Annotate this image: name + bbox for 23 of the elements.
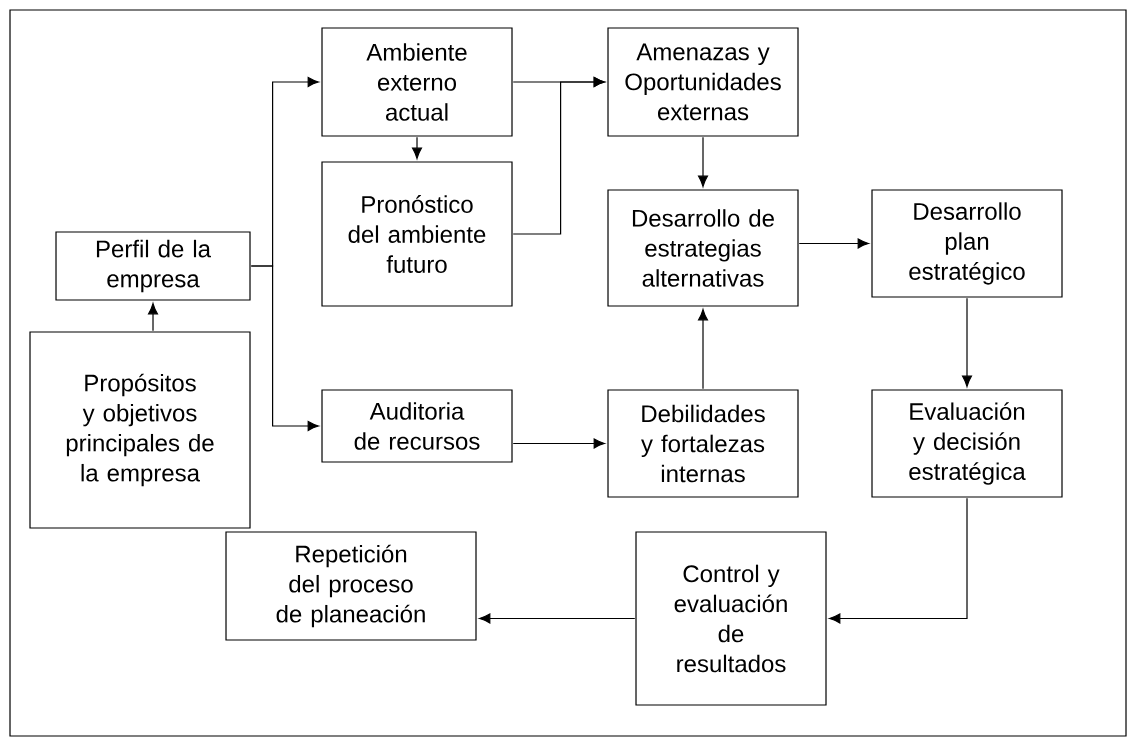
process-box: Pronóstico del ambiente futuro: [321, 161, 513, 307]
process-box: Perfil de la empresa: [55, 231, 251, 301]
process-box: Control y evaluación de resultados: [635, 531, 827, 706]
process-box: Debilidades y fortalezas internas: [607, 389, 799, 498]
arrow: [512, 438, 605, 449]
process-box: Auditoria de recursos: [321, 389, 513, 463]
process-box: Ambiente externo actual: [321, 27, 513, 137]
process-box: Evaluación y decisión estratégica: [871, 389, 1063, 498]
arrow: [250, 265, 319, 431]
arrow: [798, 238, 869, 249]
process-box: Desarrollo de estrategias alternativas: [607, 189, 799, 307]
arrow: [829, 497, 968, 624]
arrow: [148, 303, 158, 332]
arrow: [479, 613, 636, 624]
arrow: [412, 136, 422, 159]
arrow: [698, 309, 708, 390]
arrow: [698, 136, 708, 187]
arrow: [962, 297, 972, 387]
process-box: Desarrollo plan estratégico: [871, 189, 1063, 298]
process-box: Amenazas y Oportunidades externas: [607, 27, 799, 137]
process-box: Repetición del proceso de planeación: [225, 531, 477, 641]
process-box: Propósitos y objetivos principales de la empresa: [29, 331, 251, 529]
arrow: [512, 77, 605, 235]
